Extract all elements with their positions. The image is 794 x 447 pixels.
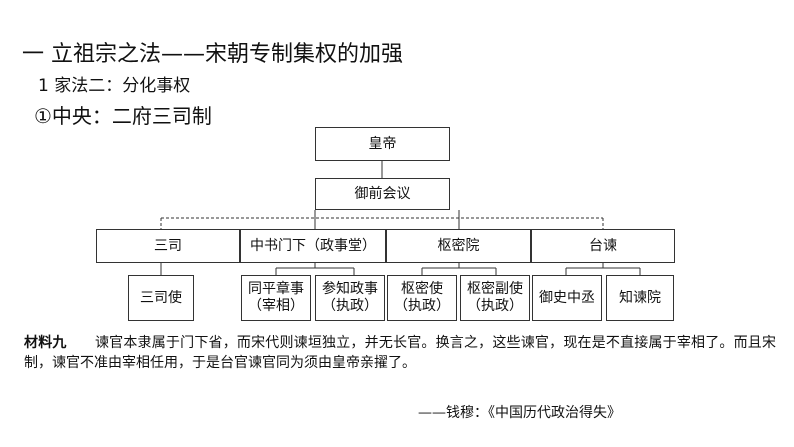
node-canzhizhengshi-label: 参知政事 （执政）: [322, 281, 378, 314]
passage-citation: ——钱穆：《中国历代政治得失》: [418, 405, 621, 421]
node-yushizhongcheng: 御史中丞: [532, 275, 602, 321]
node-shumiyuan: 枢密院: [386, 229, 531, 263]
node-tongpingzhangshi: 同平章事 （宰相）: [241, 275, 311, 321]
source-passage: 材料九 谏官本隶属于门下省，而宋代则谏垣独立，并无长官。换言之，这些谏官，现在是…: [24, 333, 776, 373]
node-sansi: 三司: [96, 229, 240, 263]
node-zhongshu-menxia: 中书门下（政事堂）: [240, 229, 386, 263]
node-shumishi: 枢密使 （执政）: [387, 275, 457, 321]
node-shumifushi-label: 枢密副使 （执政）: [467, 281, 523, 314]
node-emperor: 皇帝: [315, 127, 450, 161]
node-imperial-council-label: 御前会议: [354, 185, 411, 202]
passage-label: 材料九: [24, 335, 67, 351]
node-shumifushi: 枢密副使 （执政）: [460, 275, 530, 321]
node-yushizhongcheng-label: 御史中丞: [539, 289, 595, 306]
node-zhijianyuan: 知谏院: [606, 275, 674, 321]
section-subtitle: 1 家法二：分化事权: [38, 76, 191, 96]
passage-text: 谏官本隶属于门下省，而宋代则谏垣独立，并无长官。换言之，这些谏官，现在是不直接属…: [24, 335, 777, 371]
topic-subtitle: ①中央：二府三司制: [34, 104, 212, 128]
node-zhijianyuan-label: 知谏院: [619, 289, 661, 306]
node-imperial-council: 御前会议: [315, 178, 450, 210]
slide-title: 一 立祖宗之法——宋朝专制集权的加强: [22, 42, 403, 67]
node-tongpingzhangshi-label: 同平章事 （宰相）: [248, 281, 304, 314]
node-sansi-shi: 三司使: [128, 275, 194, 321]
node-emperor-label: 皇帝: [368, 135, 397, 152]
node-shumishi-label: 枢密使 （执政）: [394, 281, 450, 314]
node-taijian-label: 台谏: [589, 237, 617, 254]
node-shumiyuan-label: 枢密院: [437, 237, 480, 254]
node-sansi-shi-label: 三司使: [140, 289, 182, 306]
node-taijian: 台谏: [531, 229, 675, 263]
node-zhongshu-menxia-label: 中书门下（政事堂）: [250, 237, 376, 254]
node-canzhizhengshi: 参知政事 （执政）: [315, 275, 385, 321]
node-sansi-label: 三司: [154, 237, 182, 254]
